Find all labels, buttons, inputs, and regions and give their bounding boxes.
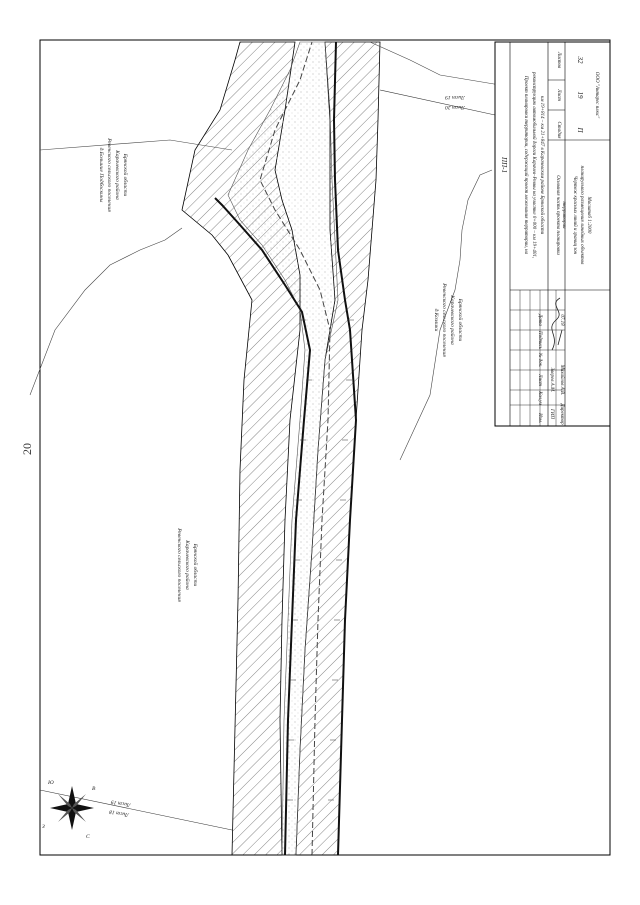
tb-sheets-header: Листов	[556, 51, 561, 69]
tb-signer-date-2: 07.18	[559, 314, 564, 326]
tb-signer-role-1: ГИП	[549, 408, 554, 419]
tb-drawing-name-1: Чертеж красных линий и границ зон	[572, 176, 578, 255]
label-left-settlement-2: Карачевского района	[184, 539, 191, 590]
tb-signer-role-2: Директор	[559, 402, 564, 425]
tb-col-data: Дата	[537, 313, 542, 326]
sheet-ref-lower-b: Лист 19	[110, 798, 132, 808]
label-top-settlement-4: Брянской области	[122, 153, 129, 197]
settlement-boundary-top-right	[369, 41, 501, 86]
compass-n: С	[86, 834, 90, 840]
title-block	[494, 41, 611, 427]
label-top-settlement-2: Ревенского сельского поселения	[106, 137, 112, 212]
tb-project-1: Проект планировки территории, содержащий…	[523, 75, 529, 255]
label-left-settlement-1: Ревенского сельского поселения	[176, 527, 182, 602]
stake-marks	[287, 319, 354, 801]
tb-col-ndok: № док.	[537, 352, 543, 368]
sheet-ref-upper-a: Лист 20	[445, 104, 466, 110]
tb-col-podpis: Подпись	[537, 330, 542, 350]
road-corridor	[227, 41, 339, 856]
sheet-ref-upper-b: Лист 19	[445, 94, 466, 100]
tb-col-izm: Изм.	[537, 412, 542, 423]
settlement-boundary-right	[399, 169, 493, 461]
tb-signer-name-2: Михайлов А.В.	[559, 364, 565, 396]
label-mid-settlement-1: д.Козлики	[433, 309, 440, 332]
tb-project-2: реконструкцию автомобильной дороги Карач…	[531, 71, 537, 258]
tb-col-koluch: Кол.уч	[537, 390, 542, 405]
tb-stage-header: Стадия	[556, 122, 561, 140]
tb-sheets: 32	[576, 56, 584, 65]
compass-w: З	[42, 824, 45, 830]
tb-code: ПП-1	[500, 156, 508, 173]
compass-s: Ю	[47, 780, 54, 786]
red-line-right	[332, 41, 358, 856]
settlement-boundary-left	[29, 227, 183, 396]
match-line-top	[379, 89, 496, 116]
road-centerline	[259, 41, 331, 856]
tb-sheet-header: Лист	[556, 88, 561, 101]
label-top-settlement-1: д.Большие Подбоскины	[98, 148, 105, 203]
tb-drawing-name-2: планируемого размещения линейных объекто…	[579, 166, 585, 266]
compass-icon: Ю В З С	[42, 780, 96, 840]
tb-stage: П	[576, 126, 584, 133]
settlement-boundary-top	[39, 139, 233, 151]
tb-company: ООО "Антарес плюс"	[594, 72, 599, 119]
tb-sheet-name-1: Основная часть проекта планировки	[555, 175, 560, 255]
tb-col-list: Лист	[537, 373, 542, 386]
tb-project-3: км 19+814 – км 21+847 в Карачевском райо…	[539, 96, 545, 235]
signature-scribble	[551, 297, 563, 351]
sheet-ref-lower-a: Лист 18	[109, 808, 131, 818]
compass-e: В	[92, 786, 96, 792]
tb-sheet-name-2: территории	[561, 202, 566, 229]
red-line	[214, 197, 312, 856]
label-left-settlement-3: Брянской области	[192, 543, 199, 587]
label-top-settlement-3: Карачевского района	[114, 149, 121, 200]
tb-drawing-name-3: Масштаб 1:2000	[586, 196, 591, 234]
label-mid-settlement-3: Карачевского района	[449, 294, 456, 345]
label-mid-settlement-4: Брянской области	[457, 298, 464, 342]
tb-signer-name-1: Зверев А.М.	[549, 368, 554, 393]
tb-sheet: 19	[576, 92, 584, 100]
label-mid-settlement-2: Ревенского сельского поселения	[441, 282, 447, 357]
